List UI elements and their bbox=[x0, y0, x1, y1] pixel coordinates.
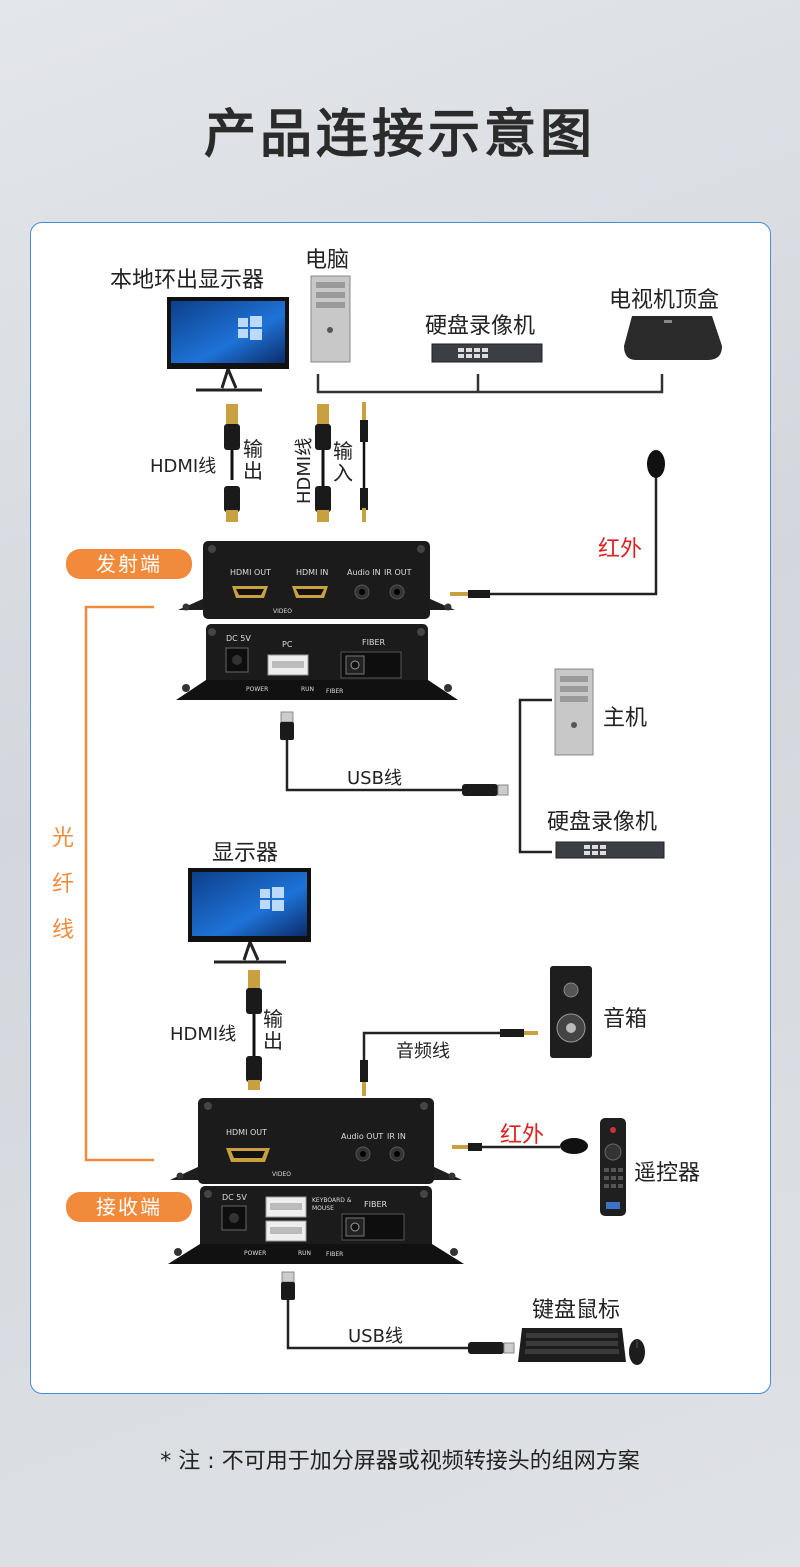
audio-cable bbox=[362, 1031, 500, 1060]
keyboard-mouse-label: 键盘鼠标 bbox=[532, 1298, 621, 1323]
pc-label: 电脑 bbox=[305, 248, 350, 273]
page-title: 产品连接示意图 bbox=[203, 105, 596, 165]
rx-ind-power: POWER bbox=[244, 1250, 267, 1257]
source-bracket-line bbox=[316, 374, 664, 394]
tx-port-audio-in: Audio IN bbox=[347, 568, 381, 577]
rx-port-keyboard-mouse: KEYBOARD & MOUSE bbox=[312, 1197, 352, 1212]
footnote: * 注 : 不可用于加分屏器或视频转接头的组网方案 bbox=[160, 1449, 640, 1474]
ir-rx-label: 红外 bbox=[500, 1123, 545, 1148]
tx-port-dc: DC 5V bbox=[226, 634, 251, 643]
in-vertical-label: 输入 bbox=[333, 439, 353, 485]
host-label: 主机 bbox=[603, 706, 648, 731]
tx-port-ir-out: IR OUT bbox=[384, 568, 412, 577]
tx-ind-fiber: FIBER bbox=[326, 688, 344, 695]
usb-plugs-rx bbox=[281, 1271, 515, 1354]
nvr-mid-icon bbox=[555, 841, 665, 859]
settop-box-icon bbox=[624, 316, 722, 360]
usb-tx-label: USB线 bbox=[347, 768, 402, 789]
pc-tower-icon bbox=[310, 275, 351, 363]
speaker-icon bbox=[550, 966, 592, 1058]
tx-video-label: VIDEO bbox=[273, 608, 293, 615]
speaker-label: 音箱 bbox=[603, 1007, 648, 1032]
nvr-top-label: 硬盘录像机 bbox=[425, 314, 536, 339]
usb-plug-tx-top bbox=[280, 711, 509, 796]
audio-cable-label: 音频线 bbox=[396, 1041, 450, 1062]
nvr-top-icon bbox=[431, 343, 543, 363]
hdmi-cable-out bbox=[224, 404, 240, 522]
monitor-icon bbox=[188, 868, 311, 964]
tx-ind-power: POWER bbox=[246, 686, 269, 693]
rx-port-fiber: FIBER bbox=[364, 1200, 388, 1209]
rx-video-label: VIDEO bbox=[272, 1171, 292, 1178]
transmitter-device bbox=[176, 541, 458, 700]
host-tower-icon bbox=[554, 668, 594, 756]
ir-receiver bbox=[452, 1138, 588, 1154]
rx-port-audio-out: Audio OUT bbox=[341, 1132, 384, 1141]
receiver-device bbox=[168, 1098, 464, 1264]
keyboard-mouse-icon bbox=[518, 1328, 645, 1365]
host-bracket-line bbox=[518, 698, 552, 854]
ir-emitter bbox=[450, 450, 665, 598]
tx-port-hdmi-out: HDMI OUT bbox=[230, 568, 272, 577]
hdmi-cable-rx bbox=[246, 970, 262, 1090]
tx-port-pc: PC bbox=[282, 640, 293, 649]
tx-port-fiber: FIBER bbox=[362, 638, 386, 647]
audio-plugs-rx bbox=[360, 1029, 538, 1096]
ir-tx-label: 红外 bbox=[598, 537, 643, 562]
rx-ind-run: RUN bbox=[298, 1250, 312, 1257]
out-rx-vertical-label: 输出 bbox=[263, 1007, 283, 1053]
usb-rx-label: USB线 bbox=[348, 1326, 403, 1347]
tx-port-hdmi-in: HDMI IN bbox=[296, 568, 329, 577]
nvr-mid-label: 硬盘录像机 bbox=[547, 810, 658, 835]
remote-control-icon bbox=[600, 1118, 626, 1216]
out-vertical-label: 输出 bbox=[243, 437, 263, 483]
rx-port-dc: DC 5V bbox=[222, 1193, 247, 1202]
monitor-label: 显示器 bbox=[212, 841, 279, 866]
hdmi-out-cable-label: HDMI线 bbox=[150, 456, 217, 477]
audio-cable-tx bbox=[360, 402, 368, 522]
fiber-cable-label: 光纤线 bbox=[51, 826, 74, 943]
hdmi-rx-cable-label: HDMI线 bbox=[170, 1024, 237, 1045]
remote-label: 遥控器 bbox=[634, 1161, 701, 1186]
usb-tx-cable bbox=[285, 735, 462, 792]
receiver-badge: 接收端 bbox=[66, 1192, 192, 1222]
rx-ind-fiber: FIBER bbox=[326, 1251, 344, 1258]
local-monitor-icon bbox=[167, 297, 289, 392]
rx-port-hdmi-out: HDMI OUT bbox=[226, 1128, 268, 1137]
usb-rx-cable bbox=[286, 1297, 468, 1350]
ir-tx-cable bbox=[490, 475, 658, 596]
rx-port-ir-in: IR IN bbox=[387, 1132, 406, 1141]
transmitter-badge: 发射端 bbox=[66, 549, 192, 579]
local-monitor-label: 本地环出显示器 bbox=[110, 268, 265, 293]
hdmi-cable-in bbox=[315, 404, 331, 522]
settop-label: 电视机顶盒 bbox=[609, 288, 720, 313]
tx-ind-run: RUN bbox=[301, 686, 315, 693]
fiber-line bbox=[84, 605, 154, 1162]
